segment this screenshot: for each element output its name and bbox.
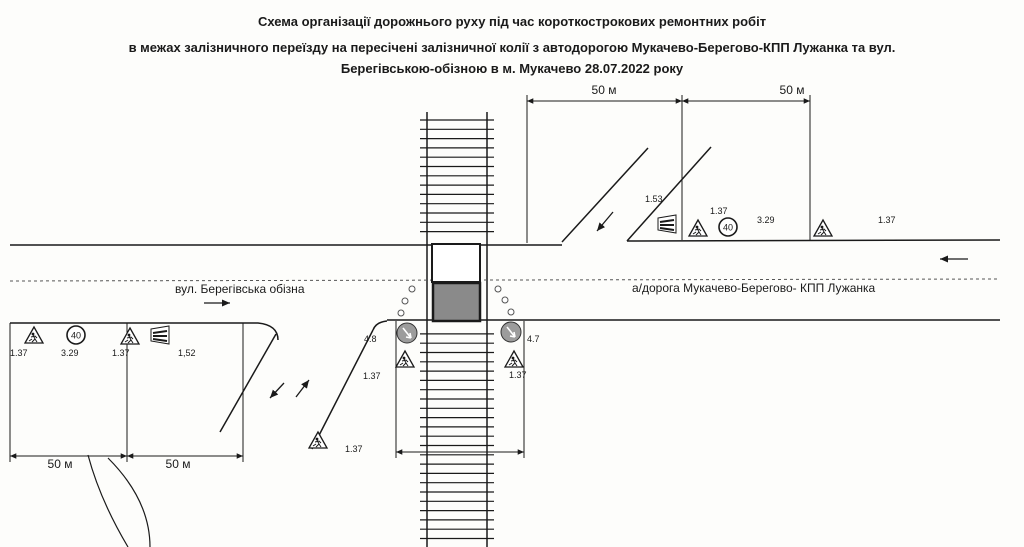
svg-text:40: 40 (723, 223, 733, 233)
bottom-curve-2 (107, 457, 151, 547)
sign-code-label: 1.37 (112, 348, 130, 358)
roadworks-sign (24, 326, 44, 344)
sign-code-label: 1.53 (645, 194, 663, 204)
road-narrowing-sign-left (396, 322, 418, 344)
sign-code-label: 1.37 (710, 206, 728, 216)
roadworks-sign (120, 327, 140, 345)
roadworks-sign (308, 431, 328, 449)
title-line-3: Берегівською-обізною в м. Мукачево 28.07… (340, 61, 684, 76)
sign-code-label: 1.37 (509, 370, 527, 380)
traffic-cones (397, 285, 515, 317)
roadworks-sign (813, 219, 833, 237)
title-line-1: Схема організації дорожнього руху під ча… (257, 14, 767, 29)
crossing-zone-upper (431, 243, 481, 283)
roadworks-sign (688, 219, 708, 237)
speed-limit-sign: 40 (66, 325, 86, 345)
street-label-right: а/дорога Мукачево-Берегово- КПП Лужанка (632, 281, 876, 295)
sign-code-label: 3.29 (757, 215, 775, 225)
speed-limit-sign: 40 (718, 217, 738, 237)
sign-code-label: 1.37 (345, 444, 363, 454)
dimension-lines (9, 95, 811, 462)
dimension-label-top-left: 50 м (592, 83, 617, 97)
bottom-curve (87, 454, 129, 547)
lane-change-sign-left (150, 325, 170, 345)
roadworks-sign (395, 350, 415, 368)
road-narrowing-sign-right (500, 321, 522, 343)
dimension-label-bottom-left: 50 м (48, 457, 73, 471)
dimension-label-top-right: 50 м (780, 83, 805, 97)
taper-lines (219, 146, 712, 450)
sign-code-label: 1.37 (878, 215, 896, 225)
crossing-zone-work-area (431, 281, 482, 323)
sign-code-label: 1,52 (178, 348, 196, 358)
sign-code-label: 3.29 (61, 348, 79, 358)
street-label-left: вул. Берегівська обізна (175, 282, 305, 296)
title-line-2: в межах залізничного переїзду на пересіч… (128, 40, 896, 55)
sign-code-label: 1.37 (10, 348, 28, 358)
svg-text:40: 40 (71, 331, 81, 341)
railway-track (420, 112, 494, 547)
sign-code-label: 4.7 (527, 334, 540, 344)
dimension-label-bottom-right: 50 м (166, 457, 191, 471)
sign-code-label: 1.37 (363, 371, 381, 381)
lane-change-sign-right (657, 214, 677, 234)
sign-code-label: 4.8 (364, 334, 377, 344)
direction-arrows (204, 211, 968, 399)
roadworks-sign (504, 350, 524, 368)
